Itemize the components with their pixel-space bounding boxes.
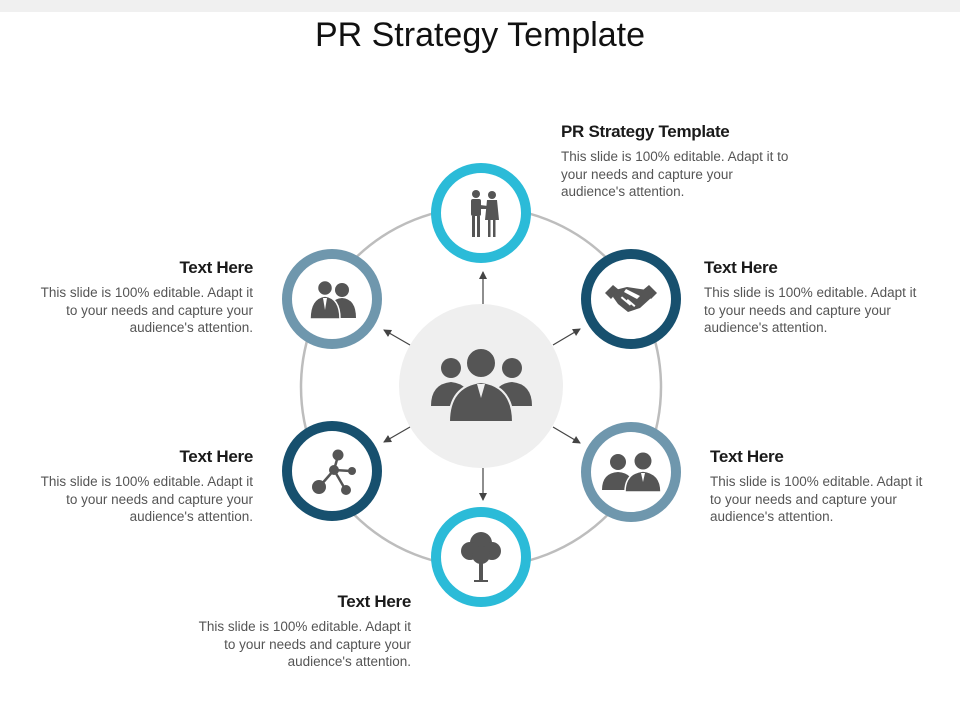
top-bar (0, 0, 960, 12)
node-bottom-right (581, 422, 681, 522)
node-bottom-left (282, 421, 382, 521)
two-people-icon (602, 452, 662, 493)
block-heading: PR Strategy Template (561, 122, 730, 141)
arrow-top-right (552, 328, 581, 346)
block-body: This slide is 100% editable. Adapt it to… (40, 285, 253, 335)
text-block-bottom-right: Text Here This slide is 100% editable. A… (710, 447, 935, 526)
block-heading: Text Here (704, 258, 778, 277)
arrow-bottom-left (383, 426, 411, 443)
text-block-bottom-left: Text Here This slide is 100% editable. A… (28, 447, 254, 526)
node-bottom (431, 507, 531, 607)
node-top-left (282, 249, 382, 349)
arrow-bottom-right (552, 426, 581, 444)
block-body: This slide is 100% editable. Adapt it to… (198, 619, 411, 669)
molecule-icon (312, 449, 356, 495)
block-body: This slide is 100% editable. Adapt it to… (561, 149, 789, 199)
block-body: This slide is 100% editable. Adapt it to… (40, 474, 253, 524)
text-block-bottom: Text Here This slide is 100% editable. A… (186, 592, 412, 671)
team-pair-icon (309, 279, 356, 320)
block-body: This slide is 100% editable. Adapt it to… (704, 285, 917, 335)
node-top (431, 163, 531, 263)
block-heading: Text Here (710, 447, 784, 466)
text-block-top-right: Text Here This slide is 100% editable. A… (704, 258, 929, 337)
block-heading: Text Here (179, 447, 253, 466)
text-block-top-left: Text Here This slide is 100% editable. A… (28, 258, 254, 337)
page-title: PR Strategy Template (314, 16, 646, 54)
block-heading: Text Here (337, 592, 411, 611)
group-people-icon (431, 347, 532, 423)
handshake-icon (605, 285, 657, 312)
business-couple-icon (471, 190, 499, 237)
node-top-right (581, 249, 681, 349)
tree-icon (461, 532, 501, 582)
text-block-top: PR Strategy Template This slide is 100% … (561, 122, 791, 201)
arrow-top-left (383, 329, 411, 346)
block-heading: Text Here (179, 258, 253, 277)
block-body: This slide is 100% editable. Adapt it to… (710, 474, 923, 524)
